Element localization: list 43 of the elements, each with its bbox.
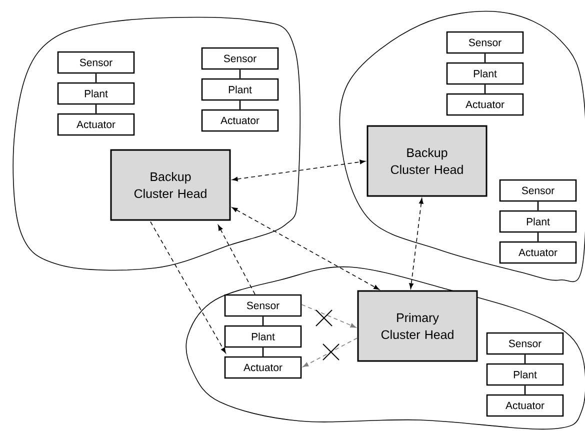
component-box: Plant: [57, 82, 135, 105]
component-box: Sensor: [486, 332, 564, 355]
arrow: [232, 160, 366, 182]
arrow: [218, 224, 256, 295]
connector-line: [524, 354, 526, 364]
arrow: [301, 304, 356, 328]
component-box: Plant: [446, 62, 524, 85]
component-box: Sensor: [446, 31, 524, 54]
component-box: Plant: [224, 325, 302, 348]
connector-line: [484, 54, 486, 62]
component-box: Sensor: [57, 51, 135, 74]
component-box: Sensor: [499, 179, 577, 202]
component-box: Actuator: [57, 113, 135, 136]
connector-line: [262, 348, 264, 356]
arrow: [150, 221, 226, 354]
connector-line: [537, 232, 539, 242]
cluster-head-box: Backup Cluster Head: [110, 149, 231, 221]
connector-line: [537, 202, 539, 210]
component-box: Plant: [201, 78, 279, 101]
arrow: [302, 338, 358, 368]
connector-line: [239, 100, 241, 110]
connector-line: [95, 104, 97, 114]
connector-line: [484, 84, 486, 94]
component-box: Actuator: [201, 109, 279, 132]
arrow: [409, 198, 424, 289]
cluster-outline: [186, 266, 585, 430]
cluster-outline: [339, 10, 585, 282]
connector-line: [239, 70, 241, 78]
cluster-head-box: Primary Cluster Head: [357, 290, 478, 362]
component-box: Actuator: [224, 356, 302, 379]
connector-line: [262, 316, 264, 326]
component-box: Plant: [499, 210, 577, 233]
component-box: Sensor: [201, 47, 279, 70]
component-box: Actuator: [499, 241, 577, 264]
component-box: Plant: [486, 363, 564, 386]
connector-line: [524, 386, 526, 394]
cluster-head-box: Backup Cluster Head: [366, 125, 488, 197]
connector-line: [95, 74, 97, 82]
component-box: Sensor: [224, 294, 302, 317]
cluster-outline: [12, 16, 301, 271]
arrow: [232, 207, 380, 290]
component-box: Actuator: [446, 93, 524, 116]
component-box: Actuator: [486, 394, 564, 417]
